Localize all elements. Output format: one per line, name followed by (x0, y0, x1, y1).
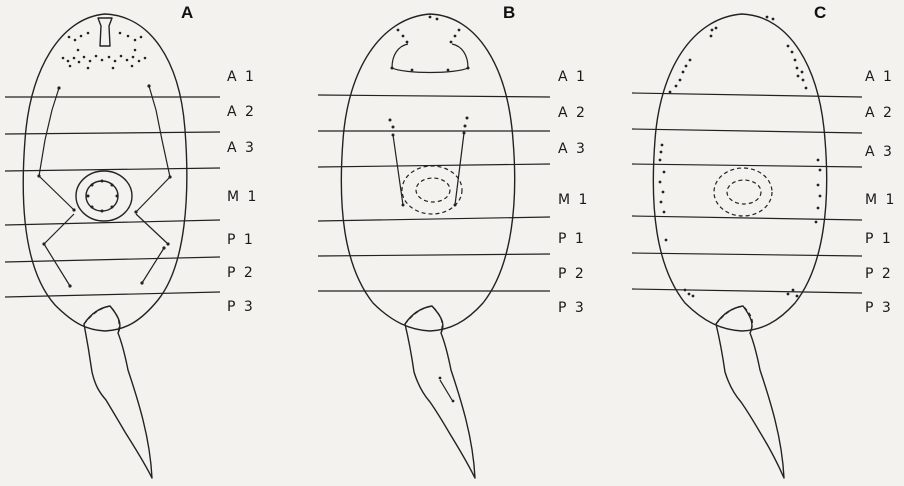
panel-letter-b: B (503, 4, 515, 21)
label-a1: A 1 (865, 70, 894, 84)
label-p2: P 2 (865, 267, 893, 281)
label-p3: P 3 (865, 301, 893, 315)
panel-a-tail (84, 306, 152, 478)
panel-b-tail (405, 306, 475, 478)
panel-c-tail (716, 306, 784, 478)
label-p2: P 2 (227, 266, 255, 280)
label-p1: P 1 (227, 233, 255, 247)
label-a3: A 3 (227, 141, 256, 155)
panel-b-drawing (318, 14, 550, 478)
label-p1: P 1 (558, 232, 586, 246)
panel-b-body-outline (341, 14, 514, 331)
label-a2: A 2 (558, 106, 587, 120)
panel-letter-c: C (814, 4, 826, 21)
label-p3: P 3 (227, 300, 255, 314)
label-a1: A 1 (227, 70, 256, 84)
label-a3: A 3 (558, 142, 587, 156)
label-a2: A 2 (865, 106, 894, 120)
label-m1: M 1 (558, 193, 589, 207)
label-a1: A 1 (558, 70, 587, 84)
label-p2: P 2 (558, 267, 586, 281)
label-m1: M 1 (865, 193, 896, 207)
label-m1: M 1 (227, 190, 258, 204)
panel-a-drawing (5, 14, 220, 478)
panel-c-body-outline (653, 14, 826, 331)
label-p3: P 3 (558, 301, 586, 315)
panel-letter-a: A (181, 4, 193, 21)
panel-c-drawing (632, 14, 862, 478)
label-a2: A 2 (227, 105, 256, 119)
label-a3: A 3 (865, 145, 894, 159)
label-p1: P 1 (865, 232, 893, 246)
panel-a-body-outline (23, 14, 187, 331)
